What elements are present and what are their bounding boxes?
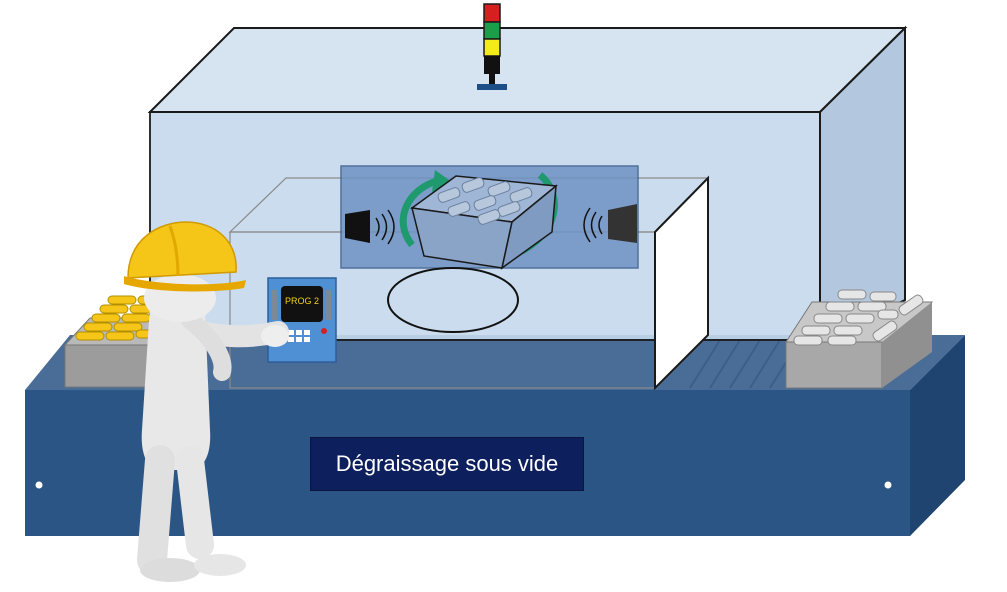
panel-screen	[281, 286, 323, 322]
worker-figure	[124, 221, 289, 582]
parts-basket-icon	[785, 289, 933, 389]
chamber-door	[654, 175, 709, 391]
speaker-icon	[583, 204, 637, 243]
vacuum-chamber	[147, 25, 908, 391]
ultrasonic-window	[340, 165, 639, 270]
bolt-right	[884, 481, 892, 489]
bolt-left	[35, 481, 43, 489]
machine-label: Dégraissage sous vide	[310, 437, 584, 491]
signal-tower-icon	[477, 3, 507, 90]
vacuum-ellipse	[387, 267, 519, 333]
control-panel: PROG 2	[267, 277, 337, 363]
panel-red-button	[321, 328, 327, 334]
parts-basket-icon	[410, 175, 558, 270]
panel-program-label: PROG 2	[285, 296, 319, 306]
speaker-icon	[345, 209, 395, 245]
hard-hat-icon	[124, 221, 246, 292]
